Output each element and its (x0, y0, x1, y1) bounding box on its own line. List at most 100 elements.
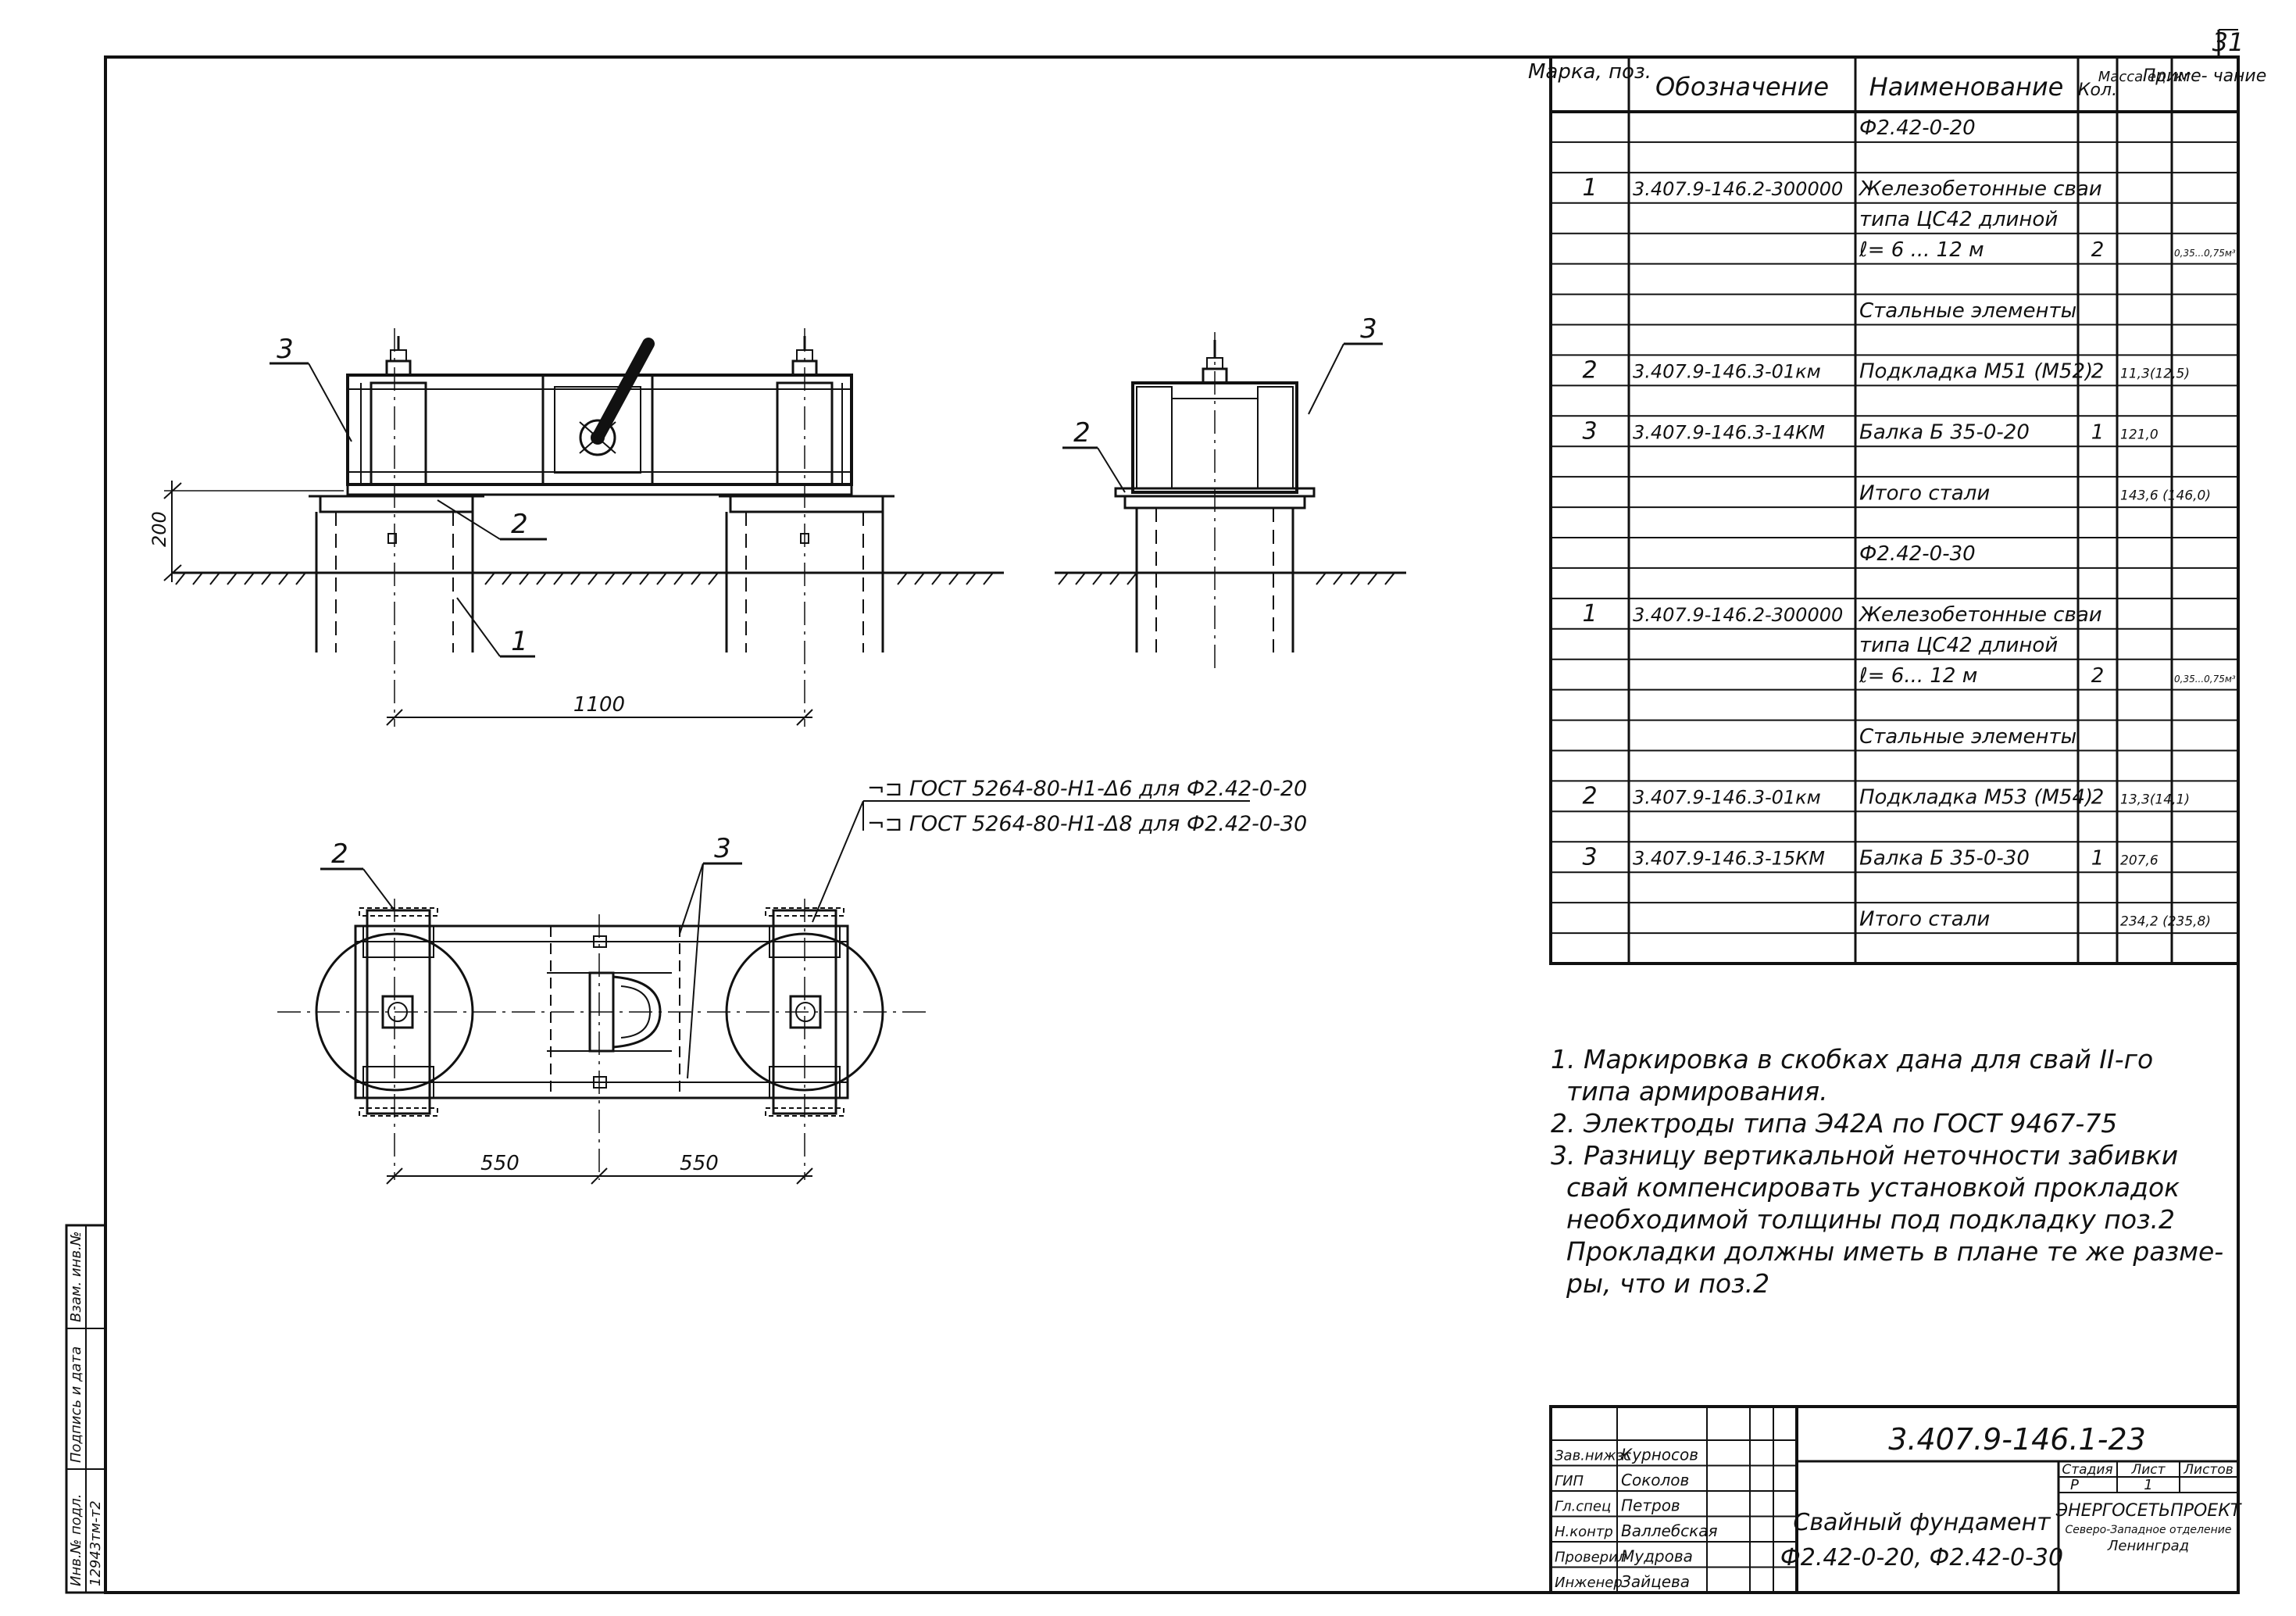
table-row: Стальные элементы (1859, 725, 2076, 749)
cell-name: типа ЦС42 длиной (1859, 634, 2058, 657)
dim-half-left: 550 (480, 1152, 520, 1175)
label-sheet: Лист (2130, 1462, 2166, 1478)
cell-designation: 3.407.9-146.3-15КМ (1633, 847, 1825, 869)
dim-span: 1100 (573, 693, 625, 717)
cell-name: Стальные элементы (1859, 725, 2076, 749)
tb-role: Гл.спец (1555, 1499, 1611, 1515)
title-line2: Ф2.42-0-20, Ф2.42-0-30 (1780, 1544, 2063, 1571)
note-line: типа армирования. (1566, 1076, 1828, 1107)
cell-mark: 3 (1582, 417, 1597, 445)
cell-mark: 2 (1582, 783, 1597, 810)
pile-left (309, 495, 484, 652)
cell-mass: 143,6 (146,0) (2120, 488, 2211, 503)
table-row: Итого стали 143,6 (146,0) (1859, 481, 2211, 505)
cell-qty: 2 (2091, 664, 2105, 688)
cell-name: Железобетонные сваи (1858, 177, 2102, 201)
cell-name: типа ЦС42 длиной (1859, 208, 2058, 231)
cell-designation: 3.407.9-146.3-14КМ (1633, 421, 1825, 443)
cell-name: Подкладка М51 (М52) (1859, 360, 2093, 384)
side-view: 3 2 (1055, 313, 1406, 672)
callout-plan-beam: 3 (714, 833, 731, 864)
side-stamp-inv-number: 12943тм-т2 (87, 1500, 104, 1586)
plan-view: 550 550 2 3 ¬⊐ ГОСТ 5264-80-Н1-Δ6 для Ф2… (277, 777, 1307, 1185)
side-stamp-inv: Инв.№ подл. (68, 1494, 84, 1586)
note-line: необходимой толщины под подкладку поз.2 (1566, 1204, 2176, 1235)
table-row: 1 3.407.9-146.2-300000 Железобетонные сваи (1582, 174, 2101, 202)
table-row: 3 3.407.9-146.3-14КМ Балка Б 35-0-20 1 121,0 (1582, 417, 2158, 445)
weld-note-20: ¬⊐ ГОСТ 5264-80-Н1-Δ6 для Ф2.42-0-20 (867, 777, 1307, 801)
label-stage: Стадия (2062, 1462, 2112, 1478)
weld-note-30: ¬⊐ ГОСТ 5264-80-Н1-Δ8 для Ф2.42-0-30 (867, 812, 1307, 836)
cell-mark: 3 (1582, 843, 1597, 871)
cell-designation: 3.407.9-146.3-01км (1633, 361, 1821, 383)
table-row: Ф2.42-0-20 (1859, 116, 1976, 140)
sheet-number: 31 (2212, 27, 2244, 57)
note-line: свай компенсировать установкой прокладок (1566, 1172, 2180, 1203)
org-line2: Северо-Западное отделение (2066, 1524, 2232, 1536)
cell-name: Стальные элементы (1859, 299, 2076, 323)
tb-name: Валлебская (1621, 1521, 1718, 1540)
cell-name: Подкладка М53 (М54) (1859, 786, 2093, 810)
cell-mass: 234,2 (235,8) (2120, 913, 2211, 929)
dim-half-right: 550 (680, 1152, 719, 1175)
side-stamp-sign: Подпись и дата (68, 1346, 84, 1463)
value-sheet: 1 (2144, 1477, 2152, 1493)
cell-designation: 3.407.9-146.3-01км (1633, 787, 1821, 809)
note-line: Прокладки должны иметь в плане те же раз… (1566, 1236, 2224, 1267)
cell-name: Балка Б 35-0-30 (1859, 846, 2030, 870)
tb-name: Зайцева (1621, 1572, 1690, 1591)
cell-name: Итого стали (1859, 907, 1990, 931)
value-stage: Р (2070, 1477, 2079, 1493)
header-note: Приме- чание (2143, 66, 2267, 86)
note-line: 2. Электроды типа Э42А по ГОСТ 9467-75 (1551, 1108, 2118, 1139)
tb-role: ГИП (1555, 1473, 1584, 1489)
callout-side-beam: 3 (1360, 313, 1377, 345)
note-line: ры, что и поз.2 (1566, 1268, 1770, 1299)
pile-right (719, 495, 894, 652)
dim-height: 200 (148, 511, 170, 547)
cell-mass: 207,6 (2120, 853, 2159, 868)
header-designation: Обозначение (1655, 72, 1829, 102)
cell-name: ℓ= 6... 12 м (1859, 664, 1977, 688)
side-stamp-replace: Взам. инв.№ (68, 1232, 84, 1323)
tb-name: Соколов (1621, 1471, 1689, 1489)
label-sheets: Листов (2183, 1462, 2234, 1478)
tb-role: Зав.нижзс (1555, 1448, 1631, 1464)
org-line1: ЭНЕРГОСЕТЬПРОЕКТ (2055, 1501, 2242, 1521)
table-row: Стальные элементы (1859, 299, 2076, 323)
tb-name: Курносов (1621, 1446, 1698, 1464)
title-line1: Свайный фундамент (1793, 1509, 2051, 1536)
callout-plan-pad: 2 (331, 838, 348, 870)
table-row: 3 3.407.9-146.3-15КМ Балка Б 35-0-30 1 207,6 (1582, 843, 2158, 871)
cell-mass: 11,3(12,5) (2120, 366, 2190, 382)
tb-role: Н.контр (1555, 1524, 1613, 1540)
header-name: Наименование (1869, 72, 2064, 102)
cell-designation: 3.407.9-146.2-300000 (1633, 604, 1843, 626)
general-notes: 1. Маркировка в скобках дана для свай II… (1551, 1043, 2254, 1300)
callout-front-pile: 1 (511, 626, 528, 657)
cell-mass: 13,3(14,1) (2120, 792, 2190, 808)
cell-mass: 121,0 (2120, 427, 2159, 442)
cell-name: Ф2.42-0-30 (1859, 542, 1976, 566)
header-qty: Кол. (2078, 80, 2117, 100)
side-stamp: Инв.№ подл. Подпись и дата Взам. инв.№ 1… (65, 1224, 107, 1594)
tb-name: Петров (1621, 1496, 1680, 1515)
cell-name: Балка Б 35-0-20 (1859, 420, 2030, 444)
ground-hatch (175, 572, 994, 585)
cell-designation: 3.407.9-146.2-300000 (1633, 178, 1843, 200)
cell-name: Итого стали (1859, 481, 1990, 505)
cell-name: Железобетонные сваи (1858, 603, 2102, 627)
cell-note: 0,35...0,75м³ (2174, 248, 2236, 259)
front-view: 200 1100 3 2 1 (148, 328, 1004, 727)
cell-qty: 1 (2091, 846, 2105, 870)
header-mass: Масса ед. кг (2098, 69, 2191, 85)
cell-mark: 1 (1582, 174, 1597, 202)
cell-qty: 1 (2091, 420, 2105, 444)
